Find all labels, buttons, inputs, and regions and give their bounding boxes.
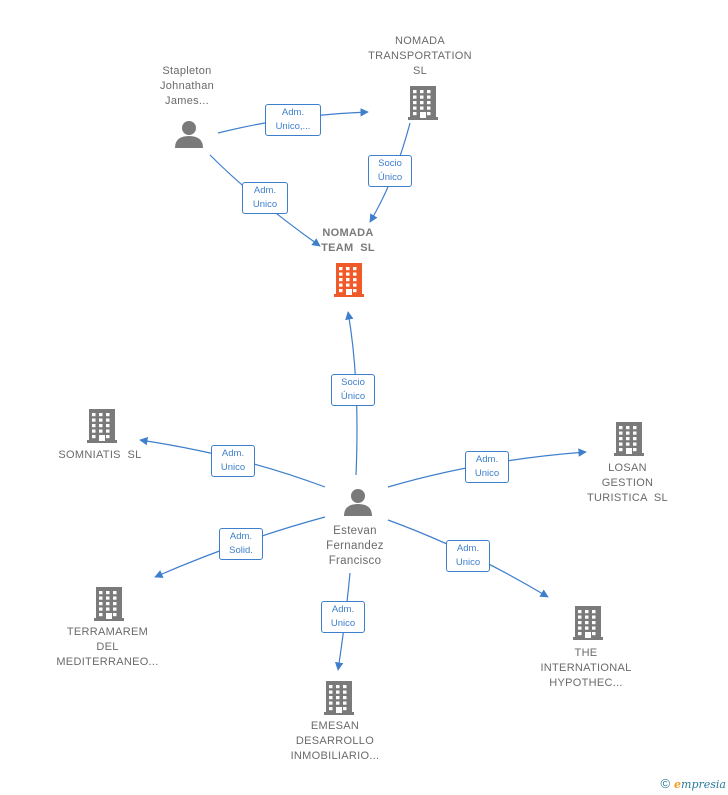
building-icon [573,606,603,645]
building-icon [87,409,117,448]
edge-label-adm-solid-terramarem: Adm. Solid. [219,528,263,560]
node-label-nomada-team[interactable]: NOMADA TEAM SL [321,227,375,254]
node-label-international[interactable]: THE INTERNATIONAL HYPOTHEC... [540,647,632,689]
edge-label-socio-unico-transportation: Socio Único [368,155,412,187]
person-icon [344,489,372,516]
edge-label-adm-unico-stapleton-team: Adm. Unico [242,182,288,214]
building-icon [94,587,124,626]
person-icon [175,121,203,148]
node-label-nomada-transportation[interactable]: NOMADA TRANSPORTATION SL [368,35,472,77]
edge-label-adm-unico-emesan: Adm. Unico [321,601,365,633]
building-icon [614,422,644,461]
node-label-emesan[interactable]: EMESAN DESARROLLO INMOBILIARIO... [290,720,380,762]
building-icon [324,681,354,720]
edge-label-adm-unico-international: Adm. Unico [446,540,490,572]
edge-label-adm-unico-losan: Adm. Unico [465,451,509,483]
footer-brand: ©empresia [660,776,726,791]
node-label-stapleton[interactable]: Stapleton Johnathan James... [159,65,215,107]
building-icon [408,86,438,125]
node-label-losan[interactable]: LOSAN GESTION TURISTICA SL [587,462,668,504]
edge-label-adm-unico-transportation: Adm. Unico,... [265,104,321,136]
copyright-icon: © [660,776,671,791]
node-label-terramarem[interactable]: TERRAMAREM DEL MEDITERRANEO... [56,626,159,668]
brand-logo: empresia [674,778,726,791]
building-icon [334,263,364,302]
node-label-estevan[interactable]: Estevan Fernandez Francisco [326,525,384,567]
edge-label-adm-unico-somniatis: Adm. Unico [211,445,255,477]
node-label-somniatis[interactable]: SOMNIATIS SL [58,449,142,461]
edge-label-socio-unico-estevan-team: Socio Único [331,374,375,406]
